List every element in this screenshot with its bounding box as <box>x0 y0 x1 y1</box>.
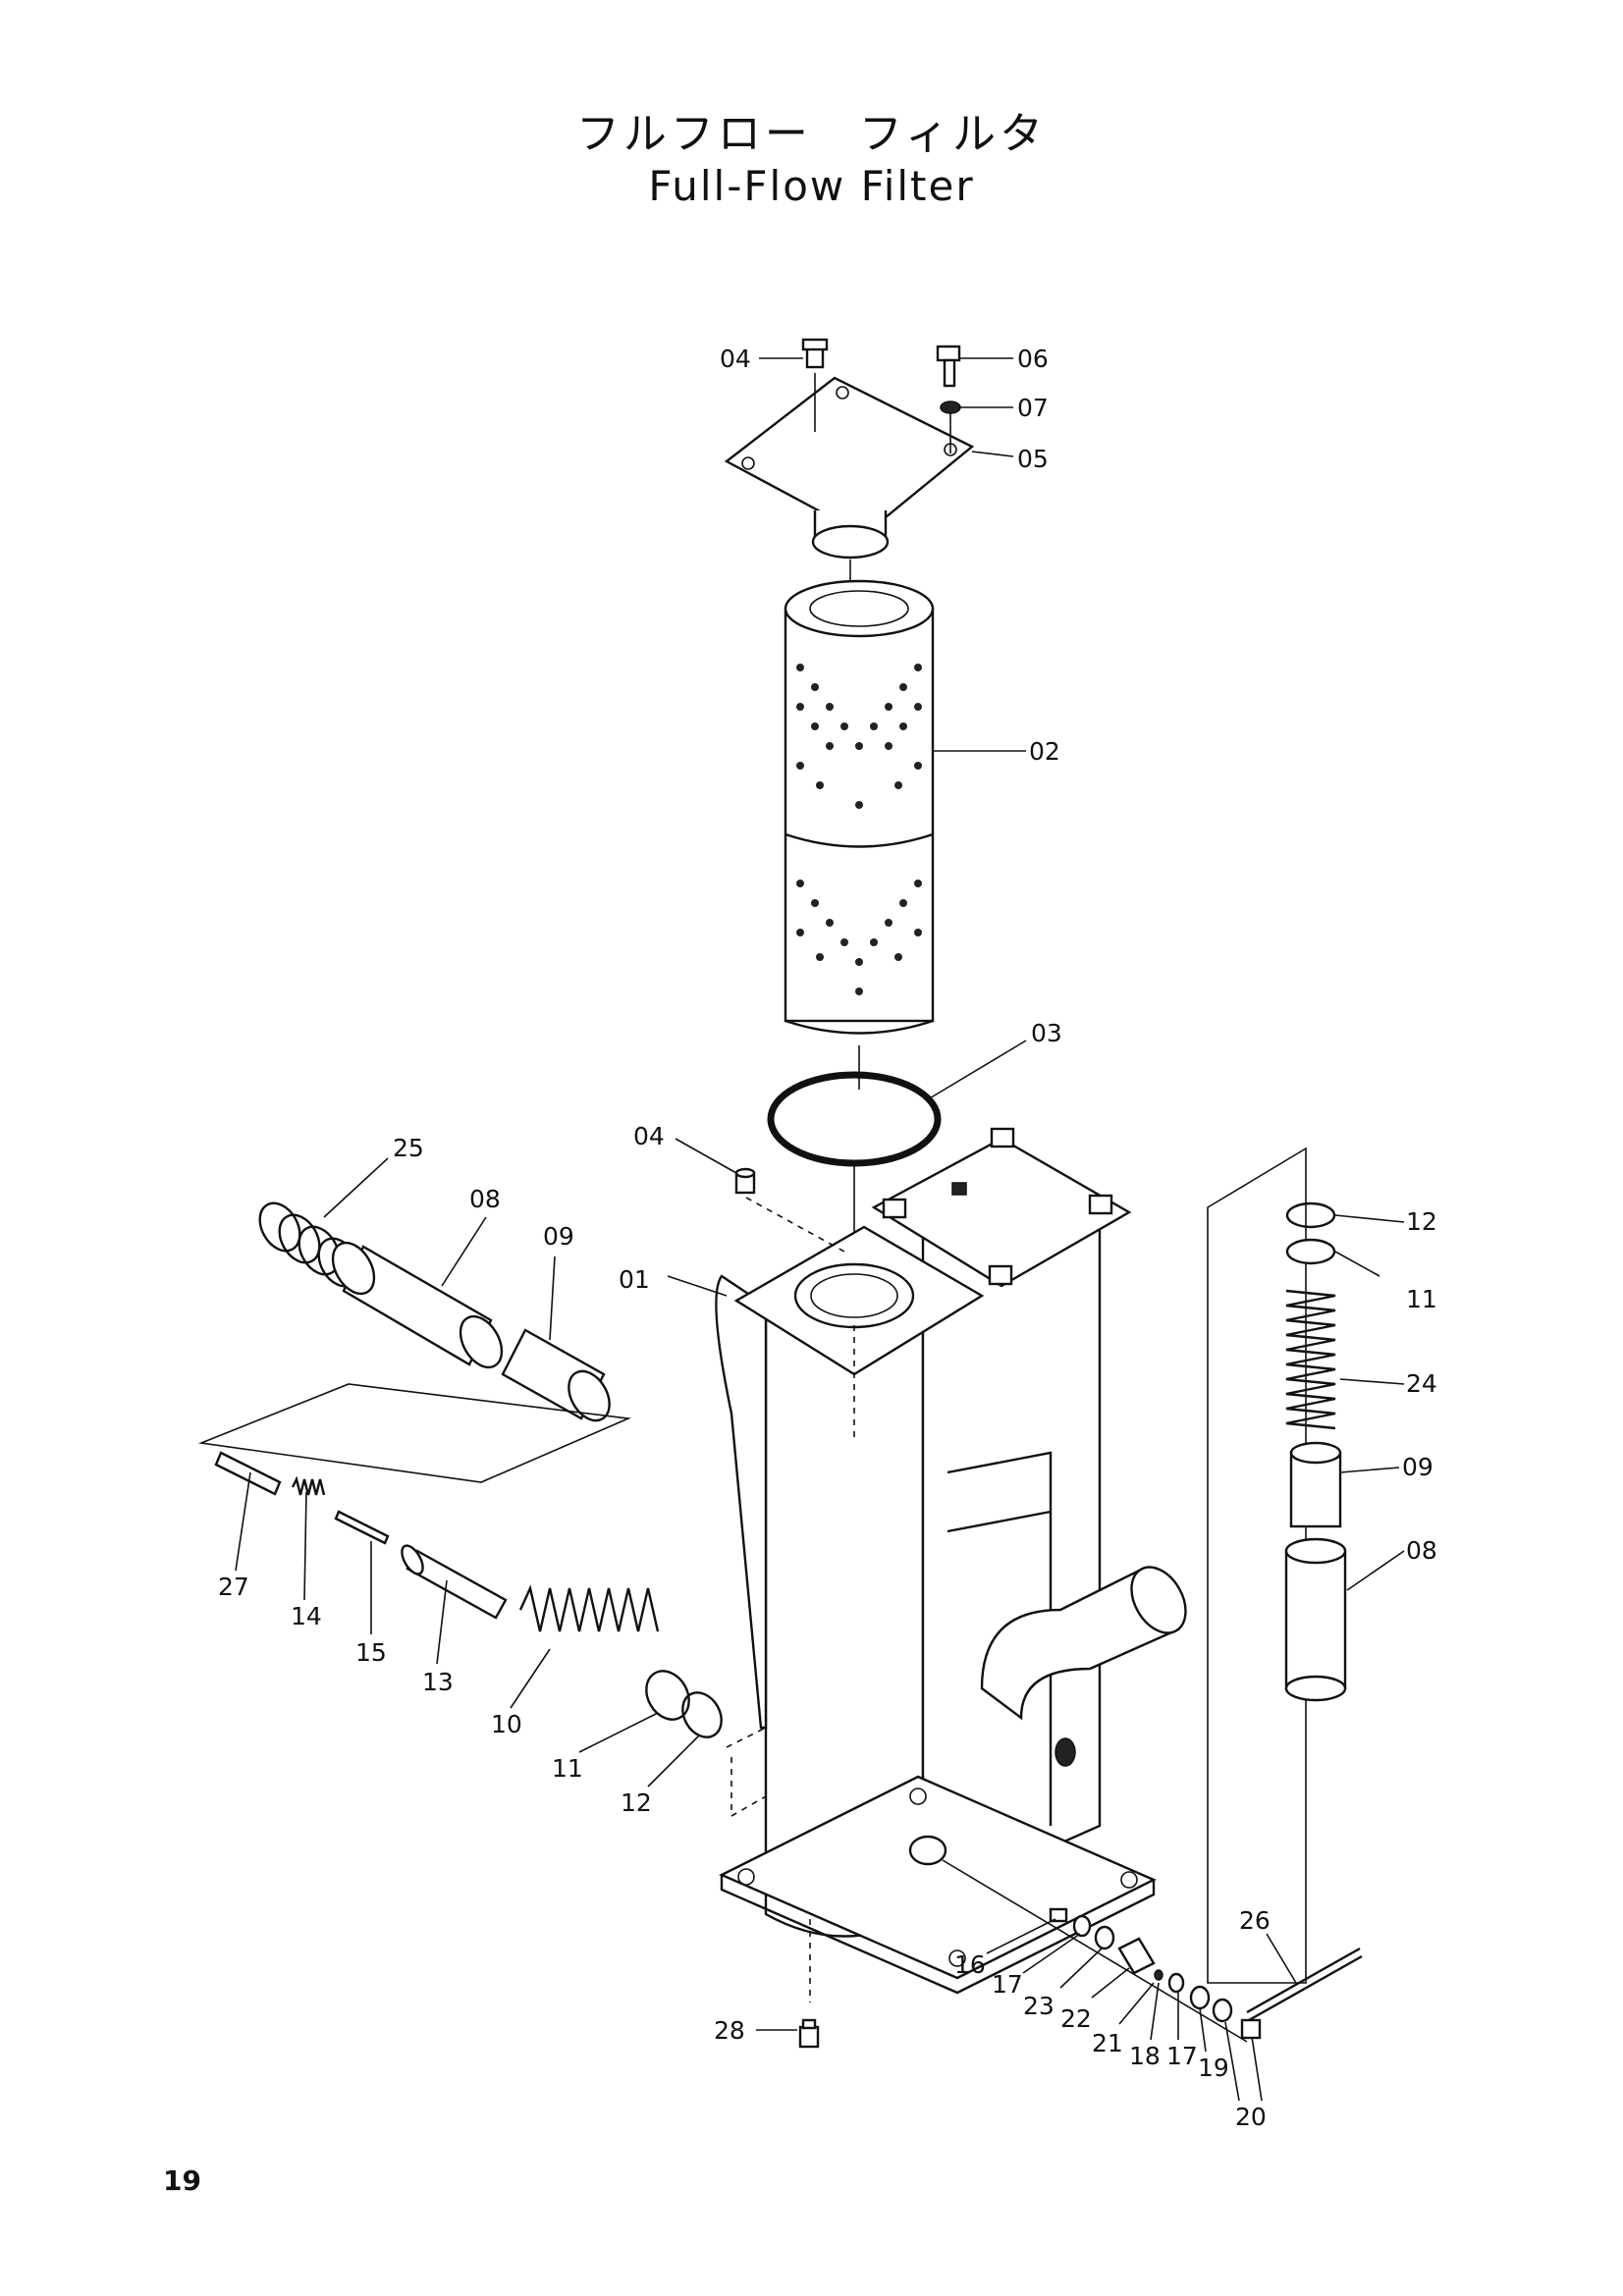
callout-12-left: 12 <box>621 1789 652 1817</box>
callout-28: 28 <box>714 2016 745 2045</box>
callout-05: 05 <box>1017 445 1049 473</box>
o-ring <box>767 1071 942 1167</box>
callout-09-left: 09 <box>543 1222 574 1251</box>
valve-left <box>501 1328 611 1422</box>
spring-left <box>518 1584 660 1632</box>
valve-right <box>1289 1441 1342 1528</box>
plug-screw-top <box>801 338 829 369</box>
callout-13: 13 <box>422 1668 454 1696</box>
title-japanese: フルフロー フィルタ <box>575 109 1048 159</box>
fitting-group-bottom <box>1049 1907 1262 2040</box>
callout-04-side: 04 <box>633 1122 665 1150</box>
callout-17-a: 17 <box>992 1970 1023 1999</box>
valve-sleeve-left <box>331 1241 504 1369</box>
small-spring-left <box>291 1475 326 1496</box>
callout-08-right: 08 <box>1406 1536 1437 1565</box>
callout-12-right: 12 <box>1406 1207 1437 1236</box>
callout-20: 20 <box>1235 2103 1267 2131</box>
callout-15: 15 <box>355 1638 387 1667</box>
callout-10: 10 <box>491 1710 522 1738</box>
callout-03: 03 <box>1031 1019 1062 1047</box>
callout-27: 27 <box>218 1573 249 1601</box>
washer-top <box>940 400 961 414</box>
callout-19: 19 <box>1198 2054 1229 2082</box>
callout-14: 14 <box>291 1602 322 1630</box>
callout-16: 16 <box>954 1950 986 1979</box>
bolt-top <box>936 345 961 388</box>
snap-ring-right <box>1285 1201 1336 1229</box>
washer-right <box>1285 1238 1336 1265</box>
callout-09-right: 09 <box>1402 1453 1434 1481</box>
washer-left <box>645 1670 690 1721</box>
filter-element <box>784 579 935 1035</box>
title-english: Full-Flow Filter <box>648 162 975 210</box>
drain-plug-bottom <box>798 2018 820 2049</box>
callout-23: 23 <box>1023 1992 1055 2020</box>
callout-21: 21 <box>1092 2029 1123 2057</box>
callout-17-b: 17 <box>1166 2042 1198 2070</box>
stem-left <box>401 1544 508 1620</box>
filter-housing <box>715 1127 1187 1995</box>
callout-25: 25 <box>393 1134 424 1162</box>
rod-left <box>214 1451 282 1496</box>
callout-labels: 04 06 07 05 02 03 04 25 08 09 01 12 11 2… <box>218 345 1437 2131</box>
callout-11-right: 11 <box>1406 1285 1437 1313</box>
callout-18: 18 <box>1129 2042 1161 2070</box>
plug-screw-side <box>734 1167 756 1195</box>
callout-02: 02 <box>1029 737 1060 766</box>
callout-07: 07 <box>1017 394 1049 422</box>
page-number: 19 <box>163 2164 201 2197</box>
callout-24: 24 <box>1406 1369 1437 1398</box>
probe-rod <box>1246 1947 1363 2022</box>
callout-22: 22 <box>1060 2004 1092 2033</box>
callout-26: 26 <box>1239 1906 1271 1935</box>
spring-right <box>1285 1289 1336 1430</box>
valve-sleeve-right <box>1284 1537 1347 1702</box>
snap-ring-left <box>681 1691 723 1738</box>
pin-left <box>334 1510 390 1545</box>
callout-01: 01 <box>619 1265 650 1294</box>
callout-08-left: 08 <box>469 1185 501 1213</box>
callout-06: 06 <box>1017 345 1049 373</box>
callout-04-top: 04 <box>720 345 751 373</box>
callout-11-left: 11 <box>552 1754 583 1783</box>
cover-plate <box>724 376 975 560</box>
